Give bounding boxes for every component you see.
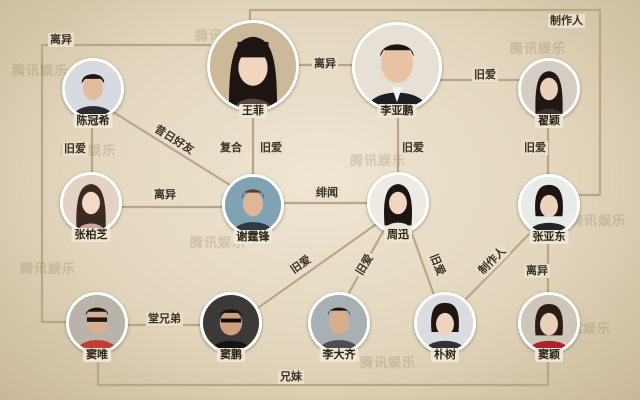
person-avatar bbox=[414, 292, 476, 354]
portrait-icon bbox=[225, 177, 281, 233]
person-node-zhangyadong[interactable]: 张亚东 bbox=[518, 174, 580, 244]
person-name: 窦唯 bbox=[83, 348, 111, 362]
watermark: 腾讯娱乐 bbox=[510, 42, 567, 57]
person-avatar bbox=[207, 20, 299, 112]
person-node-zhouxun[interactable]: 周迅 bbox=[367, 172, 429, 242]
person-name: 李亚鹏 bbox=[377, 104, 417, 118]
watermark: 腾讯娱乐 bbox=[12, 64, 69, 79]
watermark: 腾讯娱乐 bbox=[190, 236, 247, 251]
person-name: 周迅 bbox=[384, 228, 412, 242]
person-avatar bbox=[518, 174, 580, 236]
person-node-liyapeng[interactable]: 李亚鹏 bbox=[352, 22, 442, 118]
person-name: 陈冠希 bbox=[73, 114, 113, 128]
person-node-pushu[interactable]: 朴树 bbox=[414, 292, 476, 362]
person-avatar bbox=[308, 292, 370, 354]
watermark: 腾讯娱乐 bbox=[360, 356, 417, 371]
person-node-doupeng[interactable]: 窦鹏 bbox=[200, 292, 262, 362]
person-name: 张柏芝 bbox=[71, 228, 111, 242]
relation-label: 旧爱 bbox=[258, 141, 284, 155]
relation-label: 离异 bbox=[312, 57, 338, 71]
portrait-icon bbox=[63, 175, 119, 231]
person-node-lidaqi[interactable]: 李大齐 bbox=[308, 292, 370, 362]
person-name: 李大齐 bbox=[319, 348, 359, 362]
relation-label: 旧爱 bbox=[400, 141, 426, 155]
person-node-zhaiying[interactable]: 翟颖 bbox=[518, 58, 580, 128]
watermark: 腾讯娱乐 bbox=[20, 262, 77, 277]
relation-label: 绯闻 bbox=[314, 186, 340, 200]
person-avatar bbox=[367, 172, 429, 234]
person-avatar bbox=[518, 292, 580, 354]
portrait-icon bbox=[210, 23, 296, 109]
relation-label: 堂兄弟 bbox=[146, 312, 183, 326]
person-name: 窦鹏 bbox=[217, 348, 245, 362]
person-name: 翟颖 bbox=[535, 114, 563, 128]
edge-chenguanxi-douwei bbox=[40, 43, 212, 324]
person-node-douying[interactable]: 窦颖 bbox=[518, 292, 580, 362]
portrait-icon bbox=[417, 295, 473, 351]
edge-zhangyadong-pushu bbox=[463, 226, 537, 302]
relation-label: 复合 bbox=[218, 141, 244, 155]
portrait-icon bbox=[65, 61, 121, 117]
person-node-chenguanxi[interactable]: 陈冠希 bbox=[62, 58, 124, 128]
person-name: 王菲 bbox=[239, 104, 267, 118]
portrait-icon bbox=[355, 25, 439, 109]
person-name: 张亚东 bbox=[529, 230, 569, 244]
person-name: 窦颖 bbox=[535, 348, 563, 362]
edge-chenguanxi-xietingfeng bbox=[108, 108, 232, 187]
person-avatar bbox=[66, 292, 128, 354]
person-avatar bbox=[518, 58, 580, 120]
edge-zhouxun-pushu bbox=[408, 226, 437, 300]
relation-label: 旧爱 bbox=[62, 142, 88, 156]
relation-label: 离异 bbox=[48, 33, 74, 47]
portrait-icon bbox=[521, 61, 577, 117]
watermark: 腾讯娱乐 bbox=[350, 154, 407, 169]
person-avatar bbox=[222, 174, 284, 236]
relation-label: 离异 bbox=[524, 264, 550, 278]
relation-label: 兄妹 bbox=[278, 370, 304, 384]
portrait-icon bbox=[521, 177, 577, 233]
relation-label: 离异 bbox=[152, 188, 178, 202]
portrait-icon bbox=[203, 295, 259, 351]
watermark: 腾讯娱乐 bbox=[570, 214, 627, 229]
portrait-icon bbox=[521, 295, 577, 351]
person-node-zhangbozhi[interactable]: 张柏芝 bbox=[60, 172, 122, 242]
person-avatar bbox=[62, 58, 124, 120]
edge-zhouxun-doupeng bbox=[253, 223, 377, 312]
person-avatar bbox=[200, 292, 262, 354]
portrait-icon bbox=[311, 295, 367, 351]
relation-label: 制作人 bbox=[548, 14, 585, 28]
person-avatar bbox=[60, 172, 122, 234]
relation-label: 旧爱 bbox=[522, 141, 548, 155]
person-node-xietingfeng[interactable]: 谢霆锋 bbox=[222, 174, 284, 244]
relation-label: 旧爱 bbox=[472, 68, 498, 82]
person-avatar bbox=[352, 22, 442, 112]
person-node-douwei[interactable]: 窦唯 bbox=[66, 292, 128, 362]
portrait-icon bbox=[370, 175, 426, 231]
edge-wangfei-zhangyadong bbox=[248, 8, 602, 197]
portrait-icon bbox=[69, 295, 125, 351]
edge-douwei-douying bbox=[96, 350, 550, 387]
person-name: 谢霆锋 bbox=[233, 230, 273, 244]
person-node-wangfei[interactable]: 王菲 bbox=[207, 20, 299, 118]
person-name: 朴树 bbox=[431, 348, 459, 362]
